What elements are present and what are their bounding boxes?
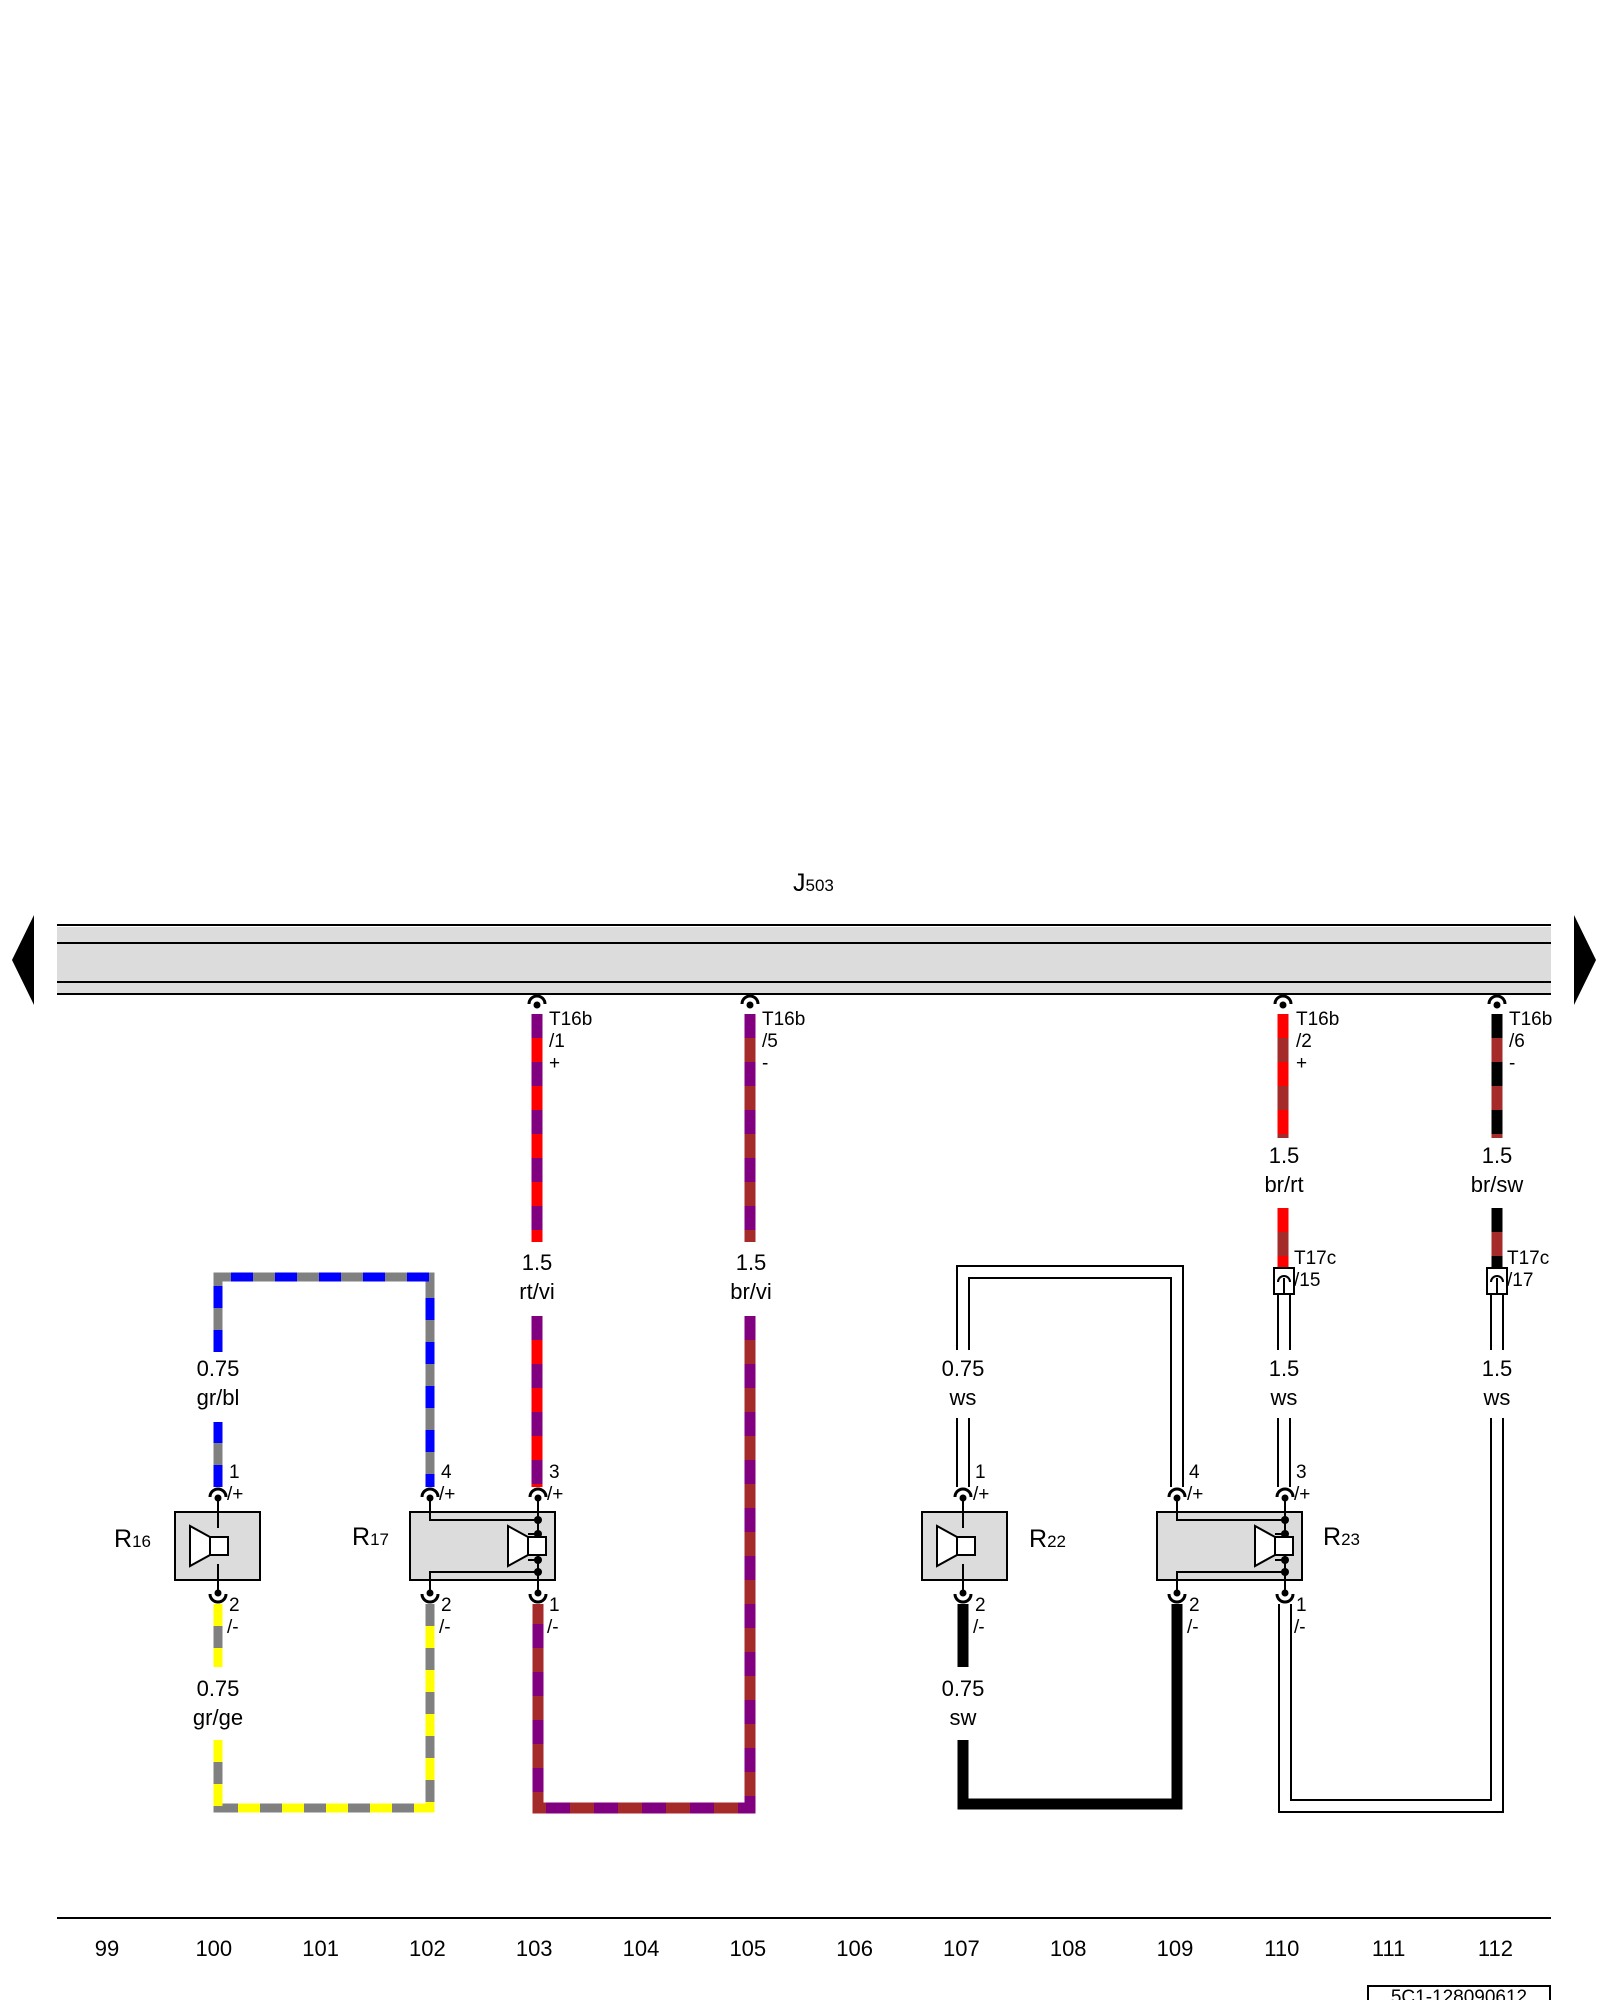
wire-gr-bl[interactable] (213, 1272, 435, 1487)
column-number: 105 (729, 1936, 766, 1961)
wire-layer (213, 1014, 1504, 1814)
speaker-r16[interactable] (174, 1500, 261, 1592)
wire-sw[interactable] (957, 1604, 1183, 1810)
pin-label-r17-1: 1/- (547, 1595, 560, 1638)
pin-label-r16-1: 1/+ (227, 1462, 243, 1505)
column-number: 110 (1264, 1936, 1299, 1961)
column-number: 100 (195, 1936, 232, 1961)
component-label-r16: R16 (114, 1525, 151, 1553)
pin-label-r16-2: 2/- (227, 1595, 240, 1638)
terminal-cups (208, 994, 1507, 1604)
right-arrow-icon[interactable] (1574, 915, 1596, 1005)
column-number: 99 (95, 1936, 119, 1961)
pin-label-r23-1: 1/- (1294, 1595, 1307, 1638)
speaker-r22[interactable] (921, 1500, 1008, 1592)
speaker-r17[interactable] (409, 1500, 556, 1592)
connector-label-t17c-17: T17c /17 (1507, 1248, 1555, 1291)
column-number: 112 (1478, 1936, 1513, 1961)
pin-label-r17-4: 4/+ (439, 1462, 455, 1505)
connector-label-t16b-1: T16b /1 + (549, 1009, 598, 1074)
pin-label-r17-3: 3/+ (547, 1462, 563, 1505)
pin-label-r23-4: 4/+ (1187, 1462, 1203, 1505)
column-number: 106 (836, 1936, 873, 1961)
column-number: 111 (1372, 1936, 1405, 1961)
bus-label: J503 (793, 869, 834, 897)
left-arrow-icon[interactable] (12, 915, 34, 1005)
component-label-r23: R23 (1323, 1523, 1360, 1551)
component-label-r22: R22 (1029, 1525, 1066, 1553)
column-number: 104 (623, 1936, 660, 1961)
column-numbers: 99 100 101 102 103 104 105 106 107 108 109 110 111 11… (95, 1936, 1513, 1961)
diagram-id: 5C1-128090612 (1391, 1987, 1527, 2000)
pin-label-r22-1: 1/+ (973, 1462, 989, 1505)
column-number: 103 (516, 1936, 553, 1961)
column-number: 102 (409, 1936, 446, 1961)
column-number: 101 (302, 1936, 339, 1961)
pin-label-r23-2: 2/- (1187, 1595, 1200, 1638)
connector-label-t16b-2: T16b /2 + (1296, 1009, 1345, 1074)
column-number: 107 (943, 1936, 980, 1961)
wire-ws-112[interactable] (1278, 1294, 1504, 1813)
t17c-connector-symbol (1273, 1267, 1508, 1295)
column-number: 109 (1157, 1936, 1194, 1961)
wire-br-vi[interactable] (532, 1014, 756, 1814)
pin-label-r17-2: 2/- (439, 1595, 452, 1638)
column-number: 108 (1050, 1936, 1087, 1961)
connector-label-t16b-5: T16b /5 - (762, 1009, 811, 1074)
component-label-r17: R17 (352, 1523, 389, 1551)
wire-gr-ge[interactable] (213, 1604, 435, 1813)
speaker-r23[interactable] (1156, 1500, 1303, 1592)
wire-ws-r22-r23[interactable] (956, 1265, 1184, 1487)
bus-j503 (57, 924, 1551, 995)
pin-label-r22-2: 2/- (973, 1595, 986, 1638)
connector-label-t16b-6: T16b /6 - (1509, 1009, 1558, 1074)
diagram-id-box: 5C1-128090612 (1367, 1985, 1551, 2000)
connector-label-t17c-15: T17c /15 (1294, 1248, 1342, 1291)
pin-label-r23-3: 3/+ (1294, 1462, 1310, 1505)
